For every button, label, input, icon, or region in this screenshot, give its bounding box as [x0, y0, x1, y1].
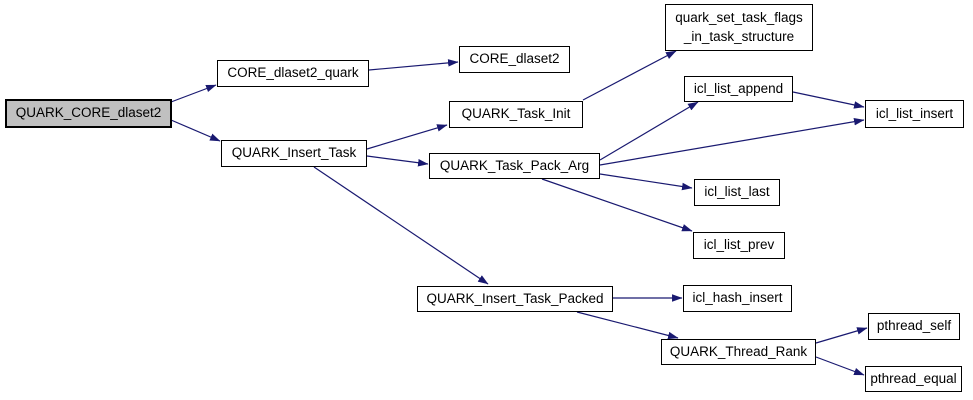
edge-quark-insert-task--quark-insert-task-packed [313, 166, 489, 285]
edge-core-dlaset2-quark--core-dlaset2 [368, 59, 459, 71]
node-quark-thread-rank[interactable]: QUARK_Thread_Rank [661, 339, 816, 365]
node-core-dlaset2-quark[interactable]: CORE_dlaset2_quark [217, 60, 369, 87]
node-quark-insert-task-packed[interactable]: QUARK_Insert_Task_Packed [417, 286, 613, 312]
edge-quark-insert-task--quark-task-init [366, 124, 448, 150]
edge-quark-thread-rank--pthread-equal [815, 356, 865, 376]
edge-quark-task-init--quark-set-task-flags [582, 50, 677, 101]
node-icl-list-append[interactable]: icl_list_append [684, 76, 793, 102]
node-icl-list-prev[interactable]: icl_list_prev [693, 232, 785, 259]
edge-quark-core-dlaset2--core-dlaset2-quark [170, 84, 217, 103]
edge-quark-task-pack-arg--icl-list-append [599, 101, 699, 161]
node-pthread-self[interactable]: pthread_self [868, 313, 960, 340]
edge-quark-insert-task-packed--quark-thread-rank [576, 311, 679, 340]
edge-quark-task-pack-arg--icl-list-insert [599, 117, 865, 166]
node-icl-hash-insert[interactable]: icl_hash_insert [683, 285, 792, 312]
node-icl-list-last[interactable]: icl_list_last [694, 179, 780, 206]
edge-quark-thread-rank--pthread-self [815, 327, 868, 344]
node-quark-task-init[interactable]: QUARK_Task_Init [449, 101, 583, 128]
edge-quark-insert-task--quark-task-pack-arg [366, 155, 429, 167]
node-quark-core-dlaset2: QUARK_CORE_dlaset2 [5, 99, 172, 128]
node-quark-insert-task[interactable]: QUARK_Insert_Task [221, 140, 367, 167]
node-pthread-equal[interactable]: pthread_equal [865, 366, 962, 392]
node-quark-task-pack-arg[interactable]: QUARK_Task_Pack_Arg [429, 153, 600, 179]
node-icl-list-insert[interactable]: icl_list_insert [865, 100, 964, 128]
edge-quark-task-pack-arg--icl-list-prev [541, 178, 693, 232]
node-quark-set-task-flags-in-task-structure[interactable]: quark_set_task_flags _in_task_structure [665, 4, 813, 51]
edge-icl-list-append--icl-list-insert [792, 91, 865, 109]
node-core-dlaset2[interactable]: CORE_dlaset2 [459, 46, 570, 73]
edge-quark-task-pack-arg--icl-list-last [599, 173, 693, 191]
edge-quark-core-dlaset2--quark-insert-task [170, 119, 221, 142]
